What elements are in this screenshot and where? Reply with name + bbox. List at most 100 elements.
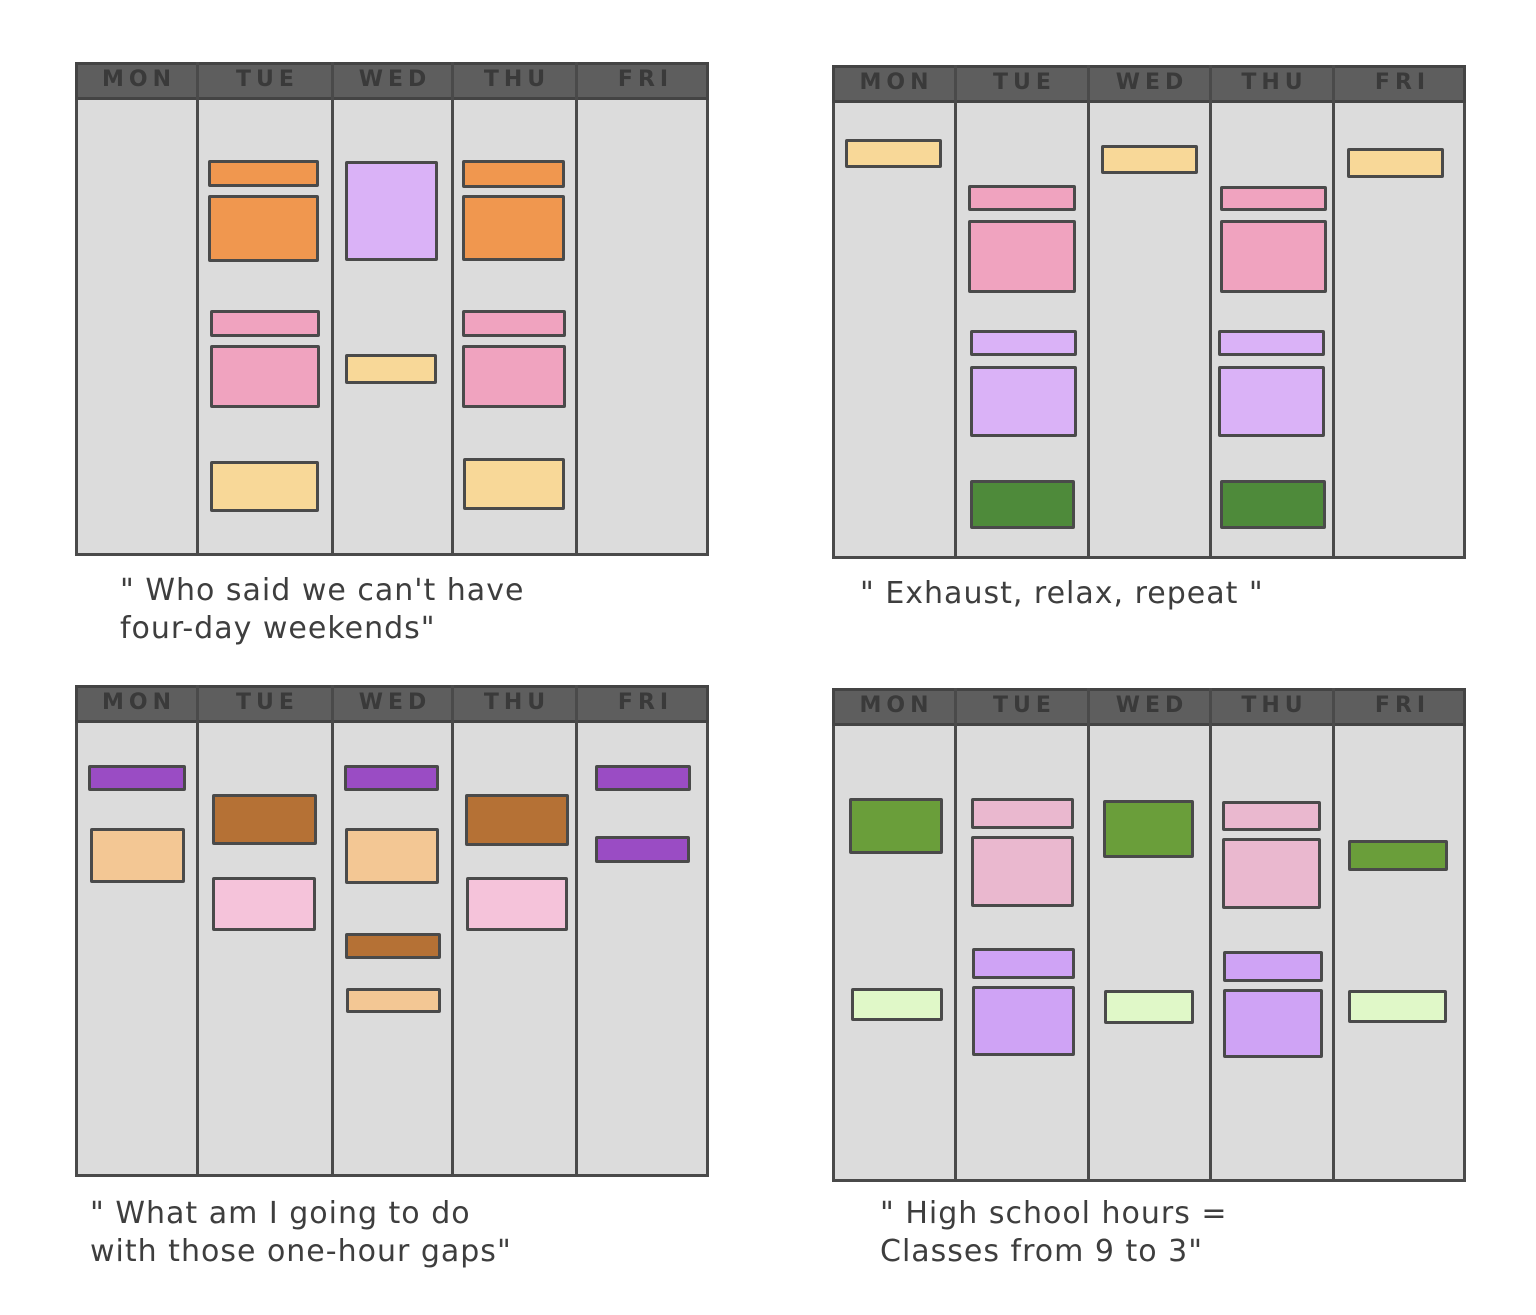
class-block-orange	[462, 195, 565, 261]
day-header-tue: TUE	[993, 693, 1056, 718]
class-block-yellow	[210, 461, 319, 512]
class-block-purple	[344, 765, 439, 791]
class-block-peach	[345, 828, 439, 884]
column-divider	[1209, 688, 1212, 1179]
class-block-green	[970, 480, 1075, 529]
column-divider	[575, 62, 578, 553]
day-header-row	[832, 688, 1466, 726]
class-block-yellow	[345, 354, 437, 384]
class-block-pink	[968, 220, 1076, 293]
caption-line-1: " Exhaust, relax, repeat "	[860, 576, 1264, 611]
caption-line-1: " What am I going to do	[90, 1196, 471, 1231]
caption-line-2: Classes from 9 to 3"	[880, 1234, 1204, 1269]
class-block-pink	[210, 310, 320, 337]
day-header-thu: THU	[1241, 693, 1308, 718]
class-block-softpink	[1222, 838, 1321, 909]
class-block-lavender	[970, 366, 1077, 437]
class-block-purple	[595, 836, 690, 863]
class-block-brown	[345, 933, 441, 959]
column-divider	[575, 685, 578, 1174]
class-block-pink	[462, 310, 566, 337]
day-header-tue: TUE	[236, 67, 299, 92]
schedule-panel: MON TUE WED THU FRI	[832, 688, 1466, 1182]
class-block-pink	[1220, 186, 1327, 211]
class-block-yellow	[1347, 148, 1444, 178]
class-block-violet	[1223, 951, 1323, 982]
column-divider	[1332, 65, 1335, 556]
column-divider	[331, 62, 334, 553]
column-divider	[1087, 65, 1090, 556]
class-block-brightgreen	[1348, 840, 1448, 871]
day-header-thu: THU	[1241, 70, 1308, 95]
class-block-violet	[972, 986, 1075, 1056]
column-divider	[451, 685, 454, 1174]
caption-line-1: " Who said we can't have	[120, 573, 525, 608]
day-header-wed: WED	[1115, 70, 1189, 95]
day-header-mon: MON	[101, 67, 176, 92]
class-block-pink	[1220, 220, 1327, 293]
class-block-violet	[1223, 989, 1323, 1058]
day-header-fri: FRI	[1374, 693, 1431, 718]
class-block-brightgreen	[849, 798, 943, 854]
day-header-mon: MON	[859, 70, 934, 95]
class-block-lavender	[345, 161, 438, 261]
day-header-wed: WED	[1115, 693, 1189, 718]
column-divider	[196, 685, 199, 1174]
class-block-yellow	[845, 139, 942, 168]
day-header-fri: FRI	[617, 67, 674, 92]
class-block-orange	[462, 160, 565, 188]
class-block-pink	[968, 185, 1076, 211]
class-block-lightpink	[466, 877, 568, 931]
column-divider	[954, 688, 957, 1179]
class-block-brightgreen	[1103, 800, 1194, 858]
class-block-orange	[208, 160, 319, 187]
class-block-brown	[465, 794, 569, 846]
day-header-row	[75, 685, 709, 723]
column-divider	[451, 62, 454, 553]
class-block-lavender	[1218, 330, 1325, 356]
class-block-peach	[90, 828, 185, 883]
column-divider	[1332, 688, 1335, 1179]
class-block-softpink	[971, 798, 1074, 829]
class-block-purple	[595, 765, 691, 791]
class-block-yellow	[463, 458, 565, 510]
class-block-violet	[972, 948, 1075, 979]
day-header-tue: TUE	[993, 70, 1056, 95]
schedule-panel: MON TUE WED THU FRI	[75, 62, 709, 556]
class-block-lavender	[970, 330, 1077, 356]
class-block-lavender	[1218, 366, 1325, 437]
day-header-wed: WED	[358, 690, 432, 715]
caption-line-1: " High school hours =	[880, 1196, 1228, 1231]
schedule-caption: " High school hours =Classes from 9 to 3…	[880, 1195, 1228, 1271]
class-block-softpink	[1222, 801, 1321, 831]
day-header-fri: FRI	[617, 690, 674, 715]
day-header-mon: MON	[859, 693, 934, 718]
class-block-pink	[462, 345, 566, 408]
schedule-caption: " Exhaust, relax, repeat "	[860, 575, 1264, 613]
class-block-orange	[208, 195, 319, 262]
column-divider	[1087, 688, 1090, 1179]
class-block-lightpink	[212, 877, 316, 931]
day-header-mon: MON	[101, 690, 176, 715]
class-block-brown	[212, 794, 317, 845]
column-divider	[954, 65, 957, 556]
caption-line-2: four-day weekends"	[120, 611, 436, 646]
column-divider	[196, 62, 199, 553]
class-block-peach	[346, 988, 441, 1013]
day-header-wed: WED	[358, 67, 432, 92]
column-divider	[331, 685, 334, 1174]
class-block-lightgreen	[1104, 990, 1194, 1024]
class-block-softpink	[971, 836, 1074, 907]
class-block-green	[1220, 480, 1326, 529]
class-block-lightgreen	[851, 988, 943, 1021]
class-block-lightgreen	[1348, 990, 1447, 1023]
day-header-thu: THU	[483, 67, 551, 92]
class-block-pink	[210, 345, 320, 408]
day-header-thu: THU	[483, 690, 551, 715]
caption-line-2: with those one-hour gaps"	[90, 1234, 512, 1269]
day-header-row	[832, 65, 1466, 103]
